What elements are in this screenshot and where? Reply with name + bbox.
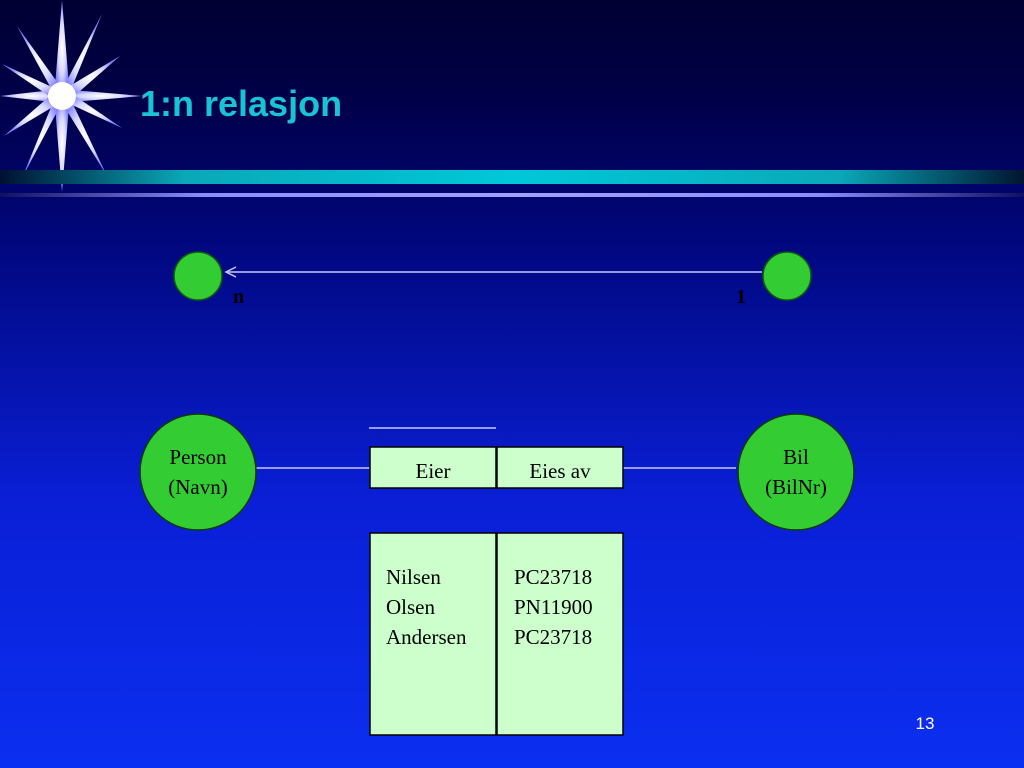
arrowhead-icon bbox=[224, 266, 237, 278]
one-side-node bbox=[762, 251, 812, 301]
bil-name: Bil bbox=[783, 445, 809, 469]
person-name: Person bbox=[169, 445, 227, 469]
person-entity-label: Person (Navn) bbox=[148, 442, 248, 502]
header-eier-box bbox=[369, 446, 497, 489]
bil-entity bbox=[737, 413, 855, 531]
title-divider bbox=[0, 170, 1024, 184]
header-eies-av: Eies av bbox=[529, 459, 591, 483]
table-cell: PC23718 bbox=[514, 625, 593, 649]
eies-av-values: PC23718 PN11900 PC23718 bbox=[514, 562, 593, 652]
many-side-node bbox=[173, 251, 223, 301]
data-eies-av-column bbox=[496, 532, 624, 736]
header-eies-av-box bbox=[496, 446, 624, 489]
table-cell: PN11900 bbox=[514, 595, 593, 619]
person-entity bbox=[139, 413, 257, 531]
bil-entity-label: Bil (BilNr) bbox=[746, 442, 846, 502]
one-label: 1 bbox=[736, 286, 746, 308]
table-cell: PC23718 bbox=[514, 565, 593, 589]
starburst-logo bbox=[0, 0, 142, 192]
table-cell: Andersen bbox=[386, 625, 467, 649]
bil-key: (BilNr) bbox=[765, 475, 827, 499]
table-cell: Nilsen bbox=[386, 565, 441, 589]
eier-values: Nilsen Olsen Andersen bbox=[386, 562, 466, 652]
title-divider-thin bbox=[0, 193, 1024, 197]
person-key: (Navn) bbox=[168, 475, 228, 499]
data-eier-column bbox=[369, 532, 497, 736]
header-eier: Eier bbox=[415, 459, 451, 483]
page-number: 13 bbox=[915, 714, 935, 733]
many-label: n bbox=[233, 286, 244, 308]
table-cell: Olsen bbox=[386, 595, 435, 619]
slide-title: 1:n relasjon bbox=[140, 83, 343, 124]
